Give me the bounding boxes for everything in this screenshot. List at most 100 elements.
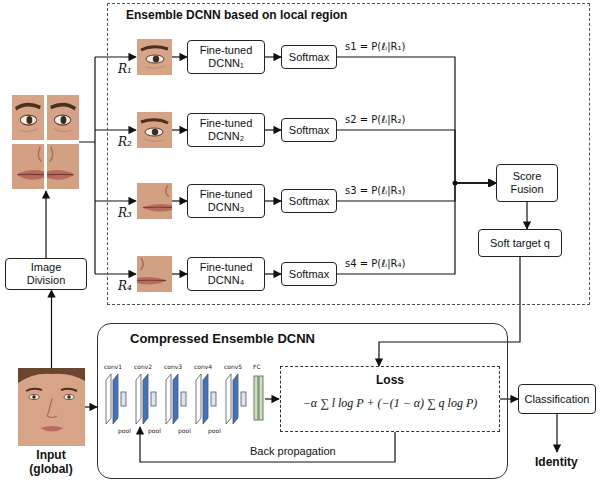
- face-crop-image: [137, 183, 172, 219]
- connector: [172, 200, 187, 201]
- nose: [47, 398, 57, 418]
- region-label: R₃: [118, 206, 132, 220]
- layer-label: conv1: [104, 363, 122, 370]
- split-arrow: [95, 56, 136, 57]
- eye: [64, 395, 74, 400]
- region-label: R₁: [118, 62, 132, 76]
- connector: [337, 183, 496, 201]
- connector: [265, 273, 281, 274]
- hair: [18, 368, 85, 383]
- softmax-box: Softmax: [281, 262, 337, 286]
- connector: [379, 257, 520, 366]
- pool-slab: [151, 392, 156, 406]
- conv-slab: [143, 374, 148, 424]
- region-label: R₄: [118, 279, 132, 293]
- connector: [172, 273, 187, 274]
- loss-title: Loss: [376, 373, 404, 388]
- box-label: Classification: [525, 393, 590, 406]
- region-title: Ensemble DCNN based on local region: [126, 8, 347, 22]
- fusion-box: Score Fusion: [496, 164, 558, 202]
- box-label: Image Division: [10, 261, 82, 287]
- connector: [172, 56, 187, 57]
- mouth: [40, 426, 64, 432]
- conv-slab: [203, 374, 208, 424]
- softmax-box: Softmax: [281, 118, 337, 142]
- layer-label: conv2: [134, 363, 152, 370]
- dcnn-box: Fine-tuned DCNN₂: [187, 113, 265, 147]
- eyebrow: [61, 389, 77, 391]
- box-label: Score Fusion: [501, 170, 553, 196]
- layer-label: pool: [208, 427, 221, 434]
- face-crop-image: [137, 112, 172, 148]
- split-arrow: [95, 129, 136, 130]
- face-crop: R₁: [137, 39, 172, 75]
- soft-target-box: Soft target q: [478, 229, 562, 257]
- connector: [51, 290, 52, 368]
- cnn-illustration: [106, 374, 263, 424]
- dcnn-box: Fine-tuned DCNN₄: [187, 257, 265, 291]
- pool-slab: [241, 392, 246, 406]
- connector: [526, 202, 527, 229]
- divided-face: [47, 95, 79, 140]
- output-label: Identity: [535, 455, 578, 469]
- box-label: Softmax: [289, 51, 329, 64]
- backprop-arrow: [140, 427, 395, 462]
- box-label: Fine-tuned DCNN₄: [192, 261, 260, 287]
- conv-slab: [106, 374, 111, 424]
- connector: [265, 200, 281, 201]
- box-label: Softmax: [289, 195, 329, 208]
- edge-label: s2 = P(ℓᵢ|R₂): [344, 114, 406, 126]
- face-crop: R₂: [137, 112, 172, 148]
- divided-face: [12, 95, 44, 140]
- region-label: R₂: [118, 135, 132, 149]
- division-arrow: [45, 191, 46, 260]
- input-face: [18, 368, 85, 446]
- softmax-box: Softmax: [281, 45, 337, 69]
- softmax-box: Softmax: [281, 189, 337, 213]
- split-line: [79, 57, 95, 274]
- conv-slab: [113, 374, 118, 424]
- connector: [265, 56, 281, 57]
- iris: [67, 395, 71, 399]
- layer-label: conv5: [224, 363, 242, 370]
- conv-slab: [226, 374, 231, 424]
- layer-label: FC: [253, 363, 261, 370]
- layer-label: conv4: [194, 363, 212, 370]
- box-label: Softmax: [289, 268, 329, 281]
- input-label: Input (global): [21, 448, 81, 476]
- connector: [337, 183, 496, 274]
- connector: [500, 398, 518, 399]
- region-title: Compressed Ensemble DCNN: [130, 331, 315, 346]
- box-label: Soft target q: [490, 237, 550, 250]
- output-box: Classification: [518, 384, 596, 414]
- split-arrow: [95, 200, 136, 201]
- input-face-node: Input (global): [18, 368, 85, 446]
- box-label: Fine-tuned DCNN₃: [192, 188, 260, 214]
- face-crop: R₃: [137, 183, 172, 219]
- connector: [265, 129, 281, 130]
- box-label: Fine-tuned DCNN₂: [192, 117, 260, 143]
- pool-slab: [121, 392, 126, 406]
- fc-layer: [254, 376, 258, 420]
- pool-slab: [181, 392, 186, 406]
- conv-slab: [136, 374, 141, 424]
- conv-slab: [233, 374, 238, 424]
- eye: [29, 395, 39, 400]
- split-arrow: [95, 273, 136, 274]
- eyebrow: [26, 389, 42, 391]
- connector: [85, 406, 97, 407]
- connector: [172, 129, 187, 130]
- box-label: Softmax: [289, 124, 329, 137]
- face-crop-image: [137, 39, 172, 75]
- identity-arrow: [556, 414, 557, 452]
- loss-box: Loss −α ∑ l log P + (−(1 − α) ∑ q log P): [280, 366, 500, 432]
- pool-slab: [211, 392, 216, 406]
- dcnn-box: Fine-tuned DCNN₁: [187, 40, 265, 74]
- connector: [337, 130, 496, 183]
- connector: [337, 57, 496, 183]
- cnn-to-loss-arrow: [265, 398, 279, 399]
- layer-label: pool: [148, 427, 161, 434]
- face-crop: R₄: [137, 256, 172, 292]
- loss-formula: −α ∑ l log P + (−(1 − α) ∑ q log P): [303, 396, 478, 410]
